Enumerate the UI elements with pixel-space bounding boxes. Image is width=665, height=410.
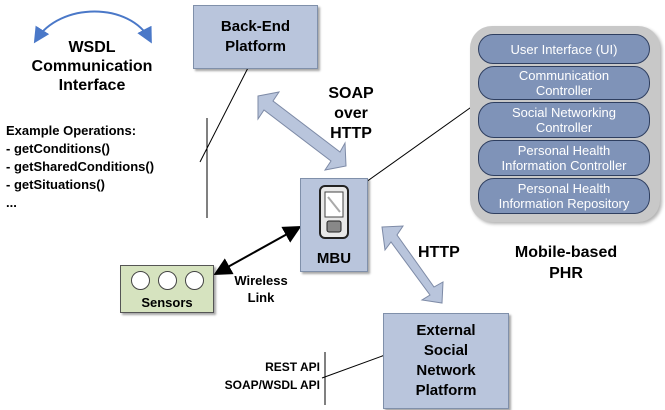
operation-item: ... bbox=[6, 195, 17, 210]
phr-caption-line-2: PHR bbox=[549, 265, 583, 282]
operation-item: - getSituations() bbox=[6, 177, 105, 192]
http-block-arrow bbox=[381, 225, 444, 304]
sensor-icon bbox=[131, 271, 150, 290]
wsdl-title: WSDL Communication Interface bbox=[12, 38, 172, 95]
wsdl-title-line-3: Interface bbox=[58, 77, 126, 94]
phr-layer-social-line-1: Social Networking bbox=[511, 105, 617, 120]
backend-line-1: Back-End bbox=[220, 18, 291, 35]
operation-item: - getConditions() bbox=[6, 141, 110, 156]
social-line-3: Network bbox=[416, 362, 476, 379]
soap-line-1: SOAP bbox=[328, 85, 374, 102]
wireless-line-2: Link bbox=[247, 290, 275, 305]
wsdl-title-line-1: WSDL bbox=[68, 39, 116, 56]
phr-layer-communication-line-1: Communication bbox=[518, 68, 610, 83]
mbu-box: MBU bbox=[300, 178, 368, 272]
phr-layer-health-repository-line-1: Personal Health bbox=[517, 181, 611, 196]
operations-heading: Example Operations: bbox=[6, 123, 137, 138]
phr-layer-health-controller-line-1: Personal Health bbox=[517, 143, 611, 158]
social-network-box: External Social Network Platform bbox=[383, 313, 509, 409]
soap-block-arrow bbox=[257, 91, 347, 171]
http-label: HTTP bbox=[418, 244, 460, 261]
social-api-line bbox=[321, 354, 386, 379]
phr-layer-social-line-2: Controller bbox=[535, 120, 593, 135]
sensor-icon bbox=[185, 271, 204, 290]
wsdl-title-line-2: Communication bbox=[31, 58, 153, 75]
phr-stack: User Interface (UI) Communication Contro… bbox=[470, 26, 660, 222]
sensors-label: Sensors bbox=[141, 295, 193, 310]
backend-line-2: Platform bbox=[225, 38, 286, 55]
phr-layer-health-repository-line-2: Information Repository bbox=[498, 196, 630, 211]
soap-line-3: HTTP bbox=[330, 125, 372, 142]
wsdl-curved-arrow bbox=[33, 10, 152, 44]
wireless-line-1: Wireless bbox=[234, 273, 288, 288]
api-soap: SOAP/WSDL API bbox=[224, 378, 320, 392]
phr-layer-communication: Communication Controller bbox=[478, 66, 650, 100]
social-line-1: External bbox=[416, 322, 476, 339]
social-line-2: Social bbox=[423, 342, 469, 359]
api-list: REST API SOAP/WSDL API bbox=[225, 358, 320, 394]
phr-layer-ui-line-1: User Interface (UI) bbox=[510, 41, 618, 57]
operations-list: Example Operations: - getConditions() - … bbox=[6, 122, 154, 212]
sensor-icon bbox=[158, 271, 177, 290]
sensors-box: Sensors bbox=[120, 265, 214, 313]
wireless-label: Wireless Link bbox=[226, 272, 296, 306]
soap-line-2: over bbox=[334, 105, 368, 122]
phr-layer-ui: User Interface (UI) bbox=[478, 34, 650, 64]
soap-label: SOAP over HTTP bbox=[316, 84, 386, 144]
phr-layer-social-networking: Social Networking Controller bbox=[478, 102, 650, 138]
mbu-label: MBU bbox=[316, 250, 352, 267]
api-rest: REST API bbox=[265, 360, 320, 374]
phr-layer-communication-line-2: Controller bbox=[535, 83, 593, 98]
social-line-4: Platform bbox=[415, 382, 477, 399]
phr-layer-health-repository: Personal Health Information Repository bbox=[478, 178, 650, 214]
backend-platform-box: Back-End Platform bbox=[193, 5, 318, 69]
phr-caption: Mobile-based PHR bbox=[496, 242, 636, 284]
wireless-link-arrow bbox=[213, 226, 302, 275]
phr-layer-health-controller: Personal Health Information Controller bbox=[478, 140, 650, 176]
operation-item: - getSharedConditions() bbox=[6, 159, 155, 174]
phr-caption-line-1: Mobile-based bbox=[514, 244, 618, 261]
backend-interface-line bbox=[199, 59, 253, 163]
phr-layer-health-controller-line-2: Information Controller bbox=[501, 158, 627, 173]
